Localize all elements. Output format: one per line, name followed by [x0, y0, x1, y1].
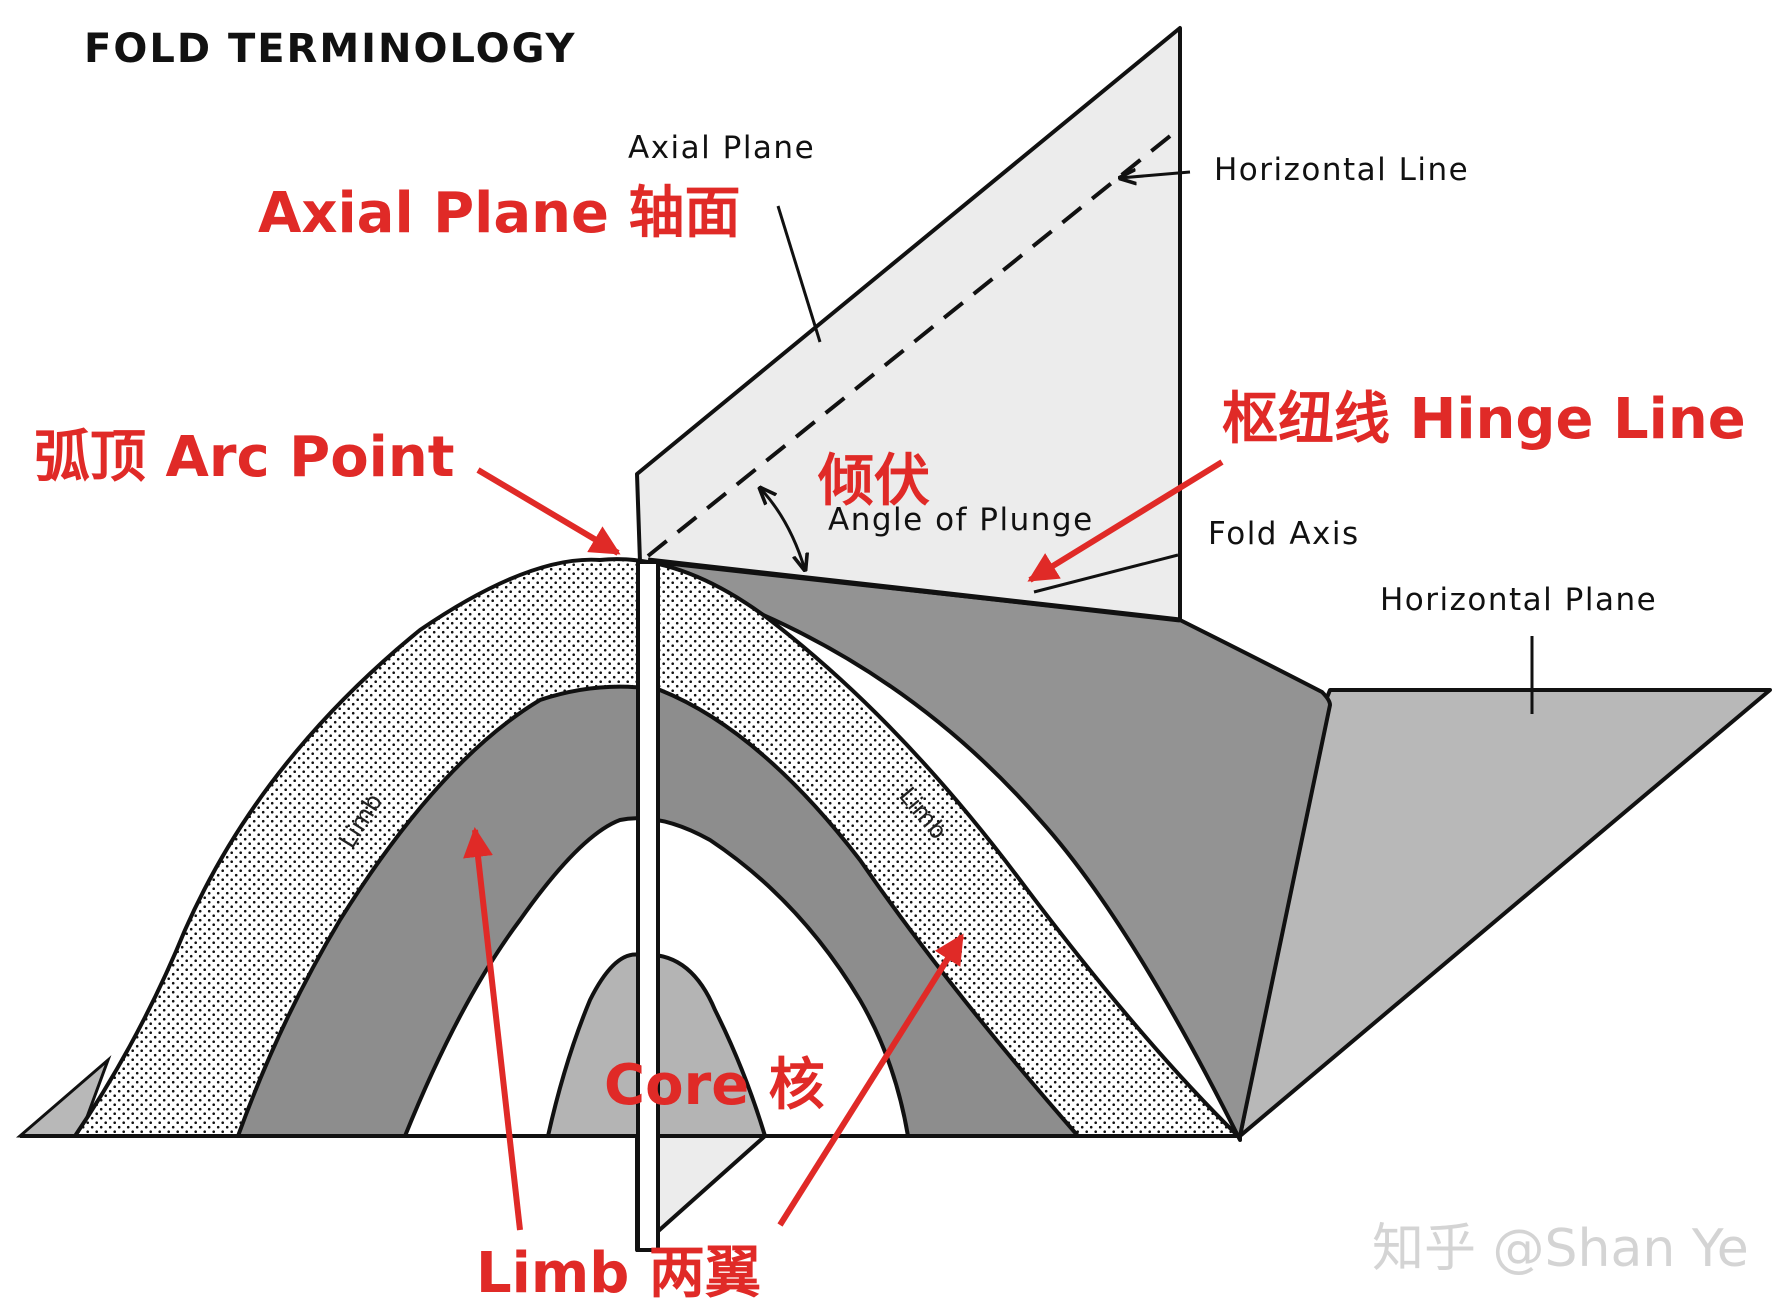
label-horizontal-plane: Horizontal Plane	[1380, 582, 1657, 618]
hinge-line	[647, 557, 1181, 623]
angle-of-plunge-arc	[760, 488, 805, 570]
hinge-line-arrow	[1027, 459, 1224, 583]
annotation-core: Core 核	[604, 1053, 825, 1118]
diagram-title: FOLD TERMINOLOGY	[84, 26, 577, 72]
annotation-hinge-line: 枢纽线 Hinge Line	[1222, 387, 1746, 452]
annotation-arc-point: 弧顶 Arc Point	[34, 425, 455, 490]
annotation-plunge: 倾伏	[817, 449, 930, 514]
fold-axis-leader	[1033, 553, 1179, 594]
arc-point-arrow	[476, 467, 621, 556]
horizontal-line-leader	[1120, 172, 1191, 178]
watermark: 知乎 @Shan Ye	[1372, 1219, 1749, 1279]
axial-plane-leader	[776, 205, 822, 343]
label-fold-axis: Fold Axis	[1208, 516, 1360, 552]
annotation-limb: Limb 两翼	[476, 1241, 761, 1306]
limb-arrow-left	[463, 827, 523, 1231]
label-angle-of-plunge: Angle of Plunge	[828, 502, 1094, 538]
fold-side-surface	[653, 560, 1332, 1142]
axial-plane-slab	[636, 560, 660, 1252]
label-axial-plane: Axial Plane	[628, 130, 815, 166]
limb-arrow-right	[777, 933, 965, 1227]
label-horizontal-line: Horizontal Line	[1214, 152, 1469, 188]
annotation-axial-plane: Axial Plane 轴面	[258, 181, 741, 246]
